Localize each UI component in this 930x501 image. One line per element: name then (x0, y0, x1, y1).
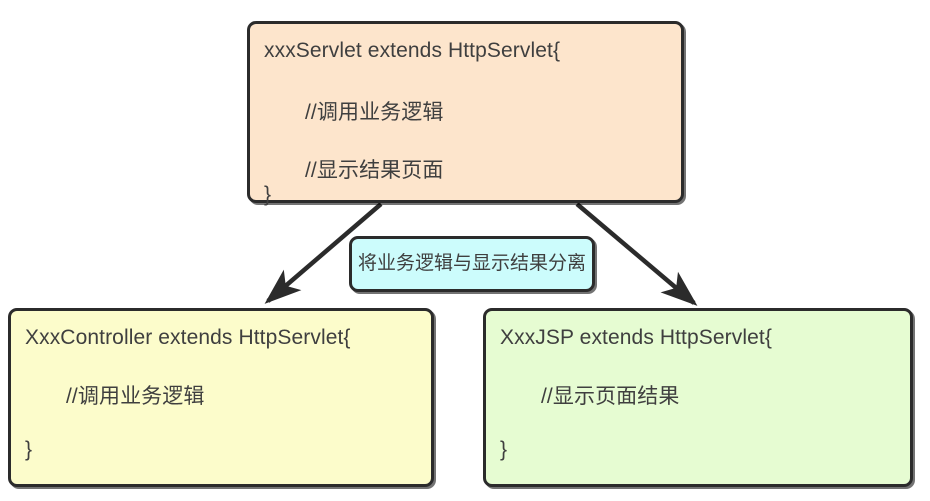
controller-comment-business-logic: //调用业务逻辑 (66, 385, 205, 408)
xxx-servlet-node[interactable]: xxxServlet extends HttpServlet{ //调用业务逻辑… (247, 21, 684, 206)
servlet-signature-line: xxxServlet extends HttpServlet{ (264, 39, 561, 62)
xxx-controller-node[interactable]: XxxController extends HttpServlet{ //调用业… (8, 308, 434, 487)
jsp-closing-brace: } (500, 438, 508, 461)
separation-label-text: 将业务逻辑与显示结果分离 (358, 253, 587, 275)
separation-label[interactable]: 将业务逻辑与显示结果分离 (349, 236, 595, 292)
controller-signature-line: XxxController extends HttpServlet{ (25, 326, 351, 349)
controller-closing-brace: } (25, 438, 33, 461)
servlet-comment-business-logic: //调用业务逻辑 (305, 101, 444, 124)
jsp-comment-show-page-result: //显示页面结果 (541, 385, 680, 408)
jsp-signature-line: XxxJSP extends HttpServlet{ (500, 326, 772, 349)
servlet-closing-brace: } (264, 183, 272, 206)
xxx-jsp-node[interactable]: XxxJSP extends HttpServlet{ //显示页面结果 } (483, 308, 913, 487)
servlet-comment-show-result: //显示结果页面 (305, 159, 444, 182)
